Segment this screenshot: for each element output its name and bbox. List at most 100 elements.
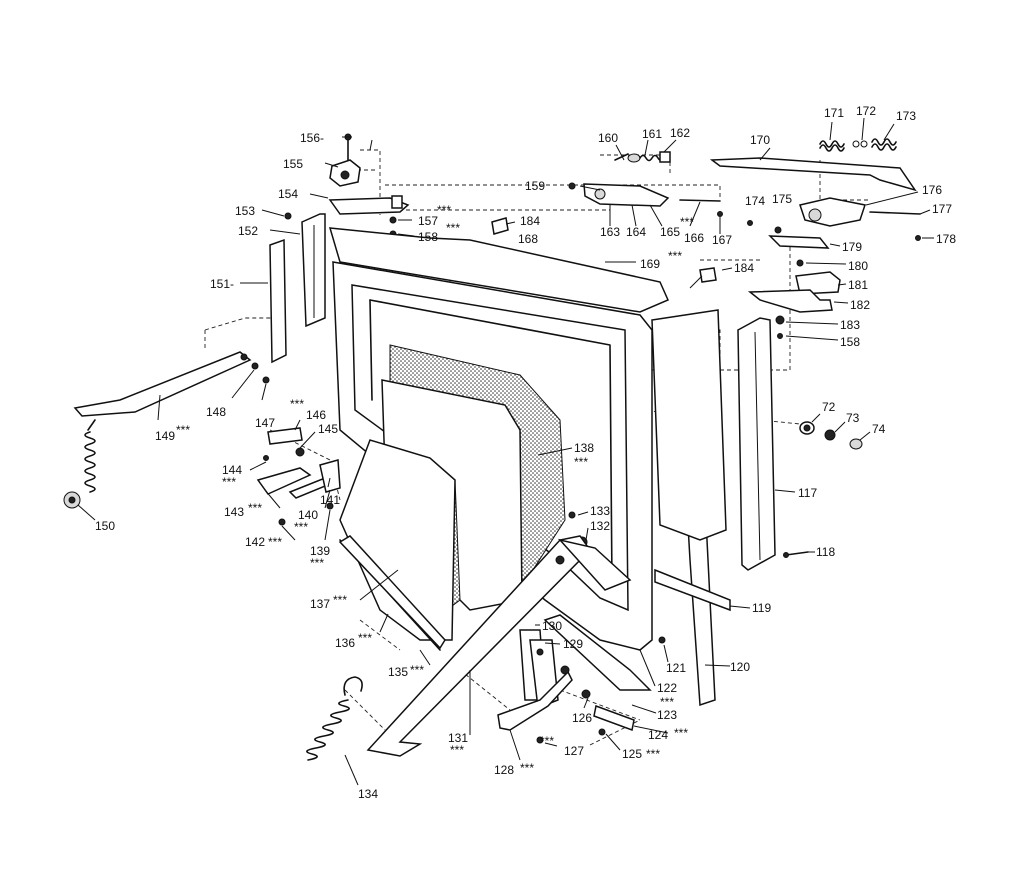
label-140-marker: ***: [294, 520, 308, 534]
label-172: 172: [856, 104, 876, 118]
label-137-marker: ***: [333, 593, 347, 607]
label-128-marker: ***: [520, 761, 534, 775]
label-147: 147: [255, 416, 275, 430]
spring-134: [306, 676, 363, 761]
label-149-marker: ***: [176, 423, 190, 437]
label-182: 182: [850, 298, 870, 312]
left-hinge-parts: [256, 427, 341, 526]
door-glass-panels: [338, 439, 461, 651]
label-161: 161: [642, 127, 662, 141]
label-146-marker: ***: [290, 397, 304, 411]
label-144: 144: [222, 463, 242, 477]
label-154: 154: [278, 187, 298, 201]
label-131-marker: ***: [450, 743, 464, 757]
label-165: 165: [660, 225, 680, 239]
top-left-hinge-assembly: [284, 133, 410, 238]
spring-173: [871, 138, 897, 151]
label-171: 171: [824, 106, 844, 120]
label-148: 148: [206, 405, 226, 419]
label-140: 140: [298, 508, 318, 522]
label-153: 153: [235, 204, 255, 218]
label-143: 143: [224, 505, 244, 519]
label-164-top: 164: [626, 225, 646, 239]
label-131: 131: [448, 731, 468, 745]
label-142-marker: ***: [268, 535, 282, 549]
leader-lines: [77, 117, 934, 786]
label-176: 176: [922, 183, 942, 197]
label-173: 173: [896, 109, 916, 123]
label-149: 149: [155, 429, 175, 443]
label-145: 145: [318, 422, 338, 436]
label-122-marker: ***: [660, 695, 674, 709]
label-135: 135: [388, 665, 408, 679]
label-125: 125: [622, 747, 642, 761]
spring-150: [63, 419, 96, 509]
label-181: 181: [848, 278, 868, 292]
top-center-hinge-assembly: [491, 151, 723, 235]
label-127: 127: [564, 744, 584, 758]
label-121: 121: [666, 661, 686, 675]
label-117: 117: [798, 486, 817, 500]
label-139-marker: ***: [310, 556, 324, 570]
label-123: 123: [657, 708, 677, 722]
label-175: 175: [772, 192, 792, 206]
label-178: 178: [936, 232, 956, 246]
long-arm-131: [366, 535, 632, 757]
label-165-marker: ***: [680, 215, 694, 229]
label-136: 136: [335, 636, 355, 650]
label-120: 120: [730, 660, 750, 674]
label-135-marker: ***: [410, 663, 424, 677]
label-133: 133: [590, 504, 610, 518]
label-169-marker: ***: [668, 249, 682, 263]
label-159: 159: [525, 179, 545, 193]
part-labels: 156- 155 154 153 152 151- 157 *** 158 **…: [95, 104, 956, 801]
label-119: 119: [752, 601, 771, 615]
label-157: 157: [418, 214, 438, 228]
label-142: 142: [245, 535, 265, 549]
label-166: 166: [684, 231, 704, 245]
label-167: 167: [712, 233, 732, 247]
label-152: 152: [238, 224, 258, 238]
label-141: 141: [320, 493, 340, 507]
label-151: 151-: [210, 277, 234, 291]
label-144-marker: ***: [222, 475, 236, 489]
lower-hinge-parts: [497, 614, 652, 744]
label-143-marker: ***: [248, 501, 262, 515]
label-169: 169: [640, 257, 660, 271]
label-163: 163: [600, 225, 620, 239]
label-134: 134: [358, 787, 378, 801]
label-157-marker: ***: [437, 203, 451, 217]
label-129: 129: [563, 637, 583, 651]
label-184-right: 184: [734, 261, 754, 275]
label-139: 139: [310, 544, 330, 558]
label-136-marker: ***: [358, 631, 372, 645]
label-160: 160: [598, 131, 618, 145]
label-73: 73: [846, 411, 860, 425]
label-158-marker: ***: [446, 221, 460, 235]
label-137: 137: [310, 597, 330, 611]
label-126: 126: [572, 711, 592, 725]
label-158-top: 158: [418, 230, 438, 244]
label-118: 118: [816, 545, 835, 559]
label-124: 124: [648, 728, 668, 742]
label-127-marker: ***: [540, 734, 554, 748]
label-179: 179: [842, 240, 862, 254]
label-162: 162: [670, 126, 690, 140]
label-170: 170: [750, 133, 770, 147]
label-168: 168: [518, 232, 538, 246]
label-128: 128: [494, 763, 514, 777]
label-156: 156-: [300, 131, 324, 145]
right-side-parts: [651, 309, 863, 707]
label-183: 183: [840, 318, 860, 332]
label-138-marker: ***: [574, 455, 588, 469]
label-122: 122: [657, 681, 677, 695]
label-72: 72: [822, 400, 836, 414]
left-side-strips: [269, 213, 326, 364]
label-125-marker: ***: [646, 747, 660, 761]
label-74: 74: [872, 422, 886, 436]
label-146: 146: [306, 408, 326, 422]
label-130: 130: [542, 619, 562, 633]
top-right-latch-assembly: [699, 138, 921, 339]
label-155: 155: [283, 157, 303, 171]
